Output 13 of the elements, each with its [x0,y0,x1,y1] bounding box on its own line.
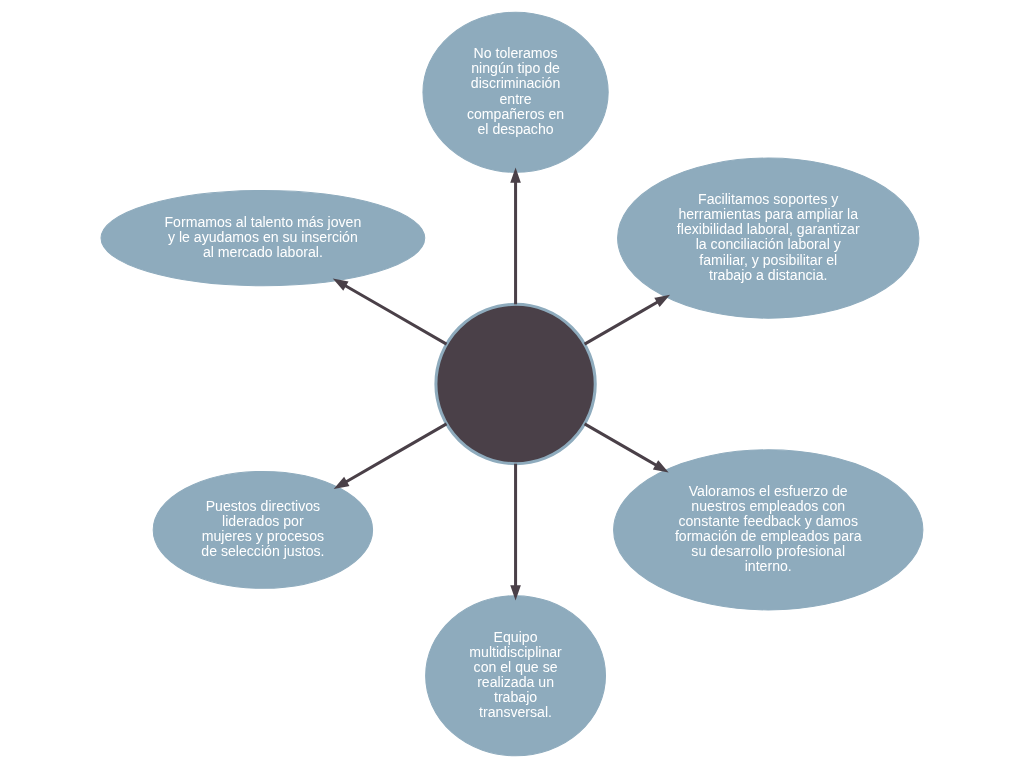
arrow [583,294,671,346]
node-ellipse: Facilitamos soportes y herramientas para ampliar la flexibilidad laboral, garantizar la conciliación laboral y familiar, y posibilitar el trabajo a distancia. [617,157,920,319]
node-ellipse: No toleramos ningún tipo de discriminación entre compañeros en el despacho [422,11,609,173]
node-ellipse: Valoramos el esfuerzo de nuestros empleados con constante feedback y damos formación de empleados para su desarrollo profesional interno. [613,449,924,611]
node-ellipse: Equipo multidisciplinar con el que se realizada un trabajo transversal. [425,595,606,757]
arrow [510,463,521,601]
arrow [333,422,448,490]
arrow [583,422,669,473]
node-ellipse: Formamos al talento más joven y le ayudamos en su inserción al mercado laboral. [100,189,426,287]
node-ellipse: Puestos directivos liderados por mujeres y procesos de selección justos. [152,470,374,589]
node-circle [434,302,597,466]
arrow [332,278,448,346]
arrow [510,167,521,305]
